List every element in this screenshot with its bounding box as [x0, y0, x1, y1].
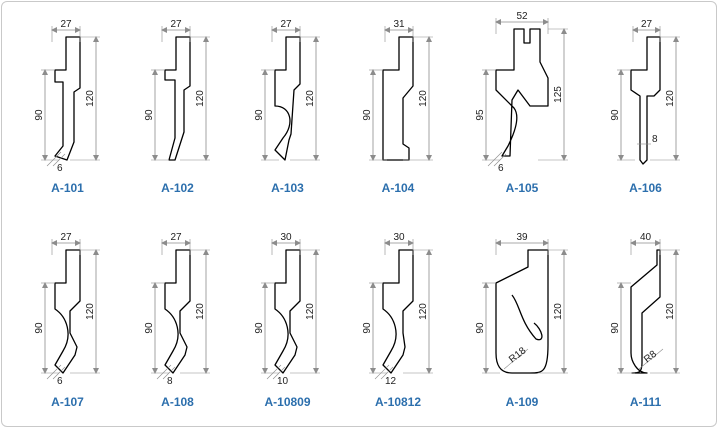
width-dim-label: 27: [170, 232, 182, 243]
tip-dim-line-2: [493, 153, 507, 167]
profile-a-108: 27 120 90 8: [144, 232, 210, 387]
tip-dim-line-2: [272, 366, 286, 380]
tip-dim-line: [46, 151, 62, 167]
radius-label: R18: [507, 345, 529, 365]
total-height-dim-label: 120: [553, 303, 564, 320]
profile-caption: A-102: [161, 181, 194, 195]
profile-outline: [274, 36, 301, 161]
total-height-dim-label: 120: [418, 90, 429, 107]
total-height-dim-label: 120: [305, 303, 316, 320]
width-dim-label: 27: [60, 232, 72, 243]
profile-a-10812: 30 120 90 12: [362, 232, 433, 387]
tip-dim-line: [487, 151, 503, 167]
radius-leader: [638, 348, 664, 370]
height-dim-label: 90: [254, 109, 265, 121]
width-dim-label: 30: [280, 232, 292, 243]
tip-dim-line: [374, 364, 390, 380]
total-height-dim-label: 120: [418, 303, 429, 320]
profile-outline: [382, 249, 414, 374]
profile-a-103: 27 120 90: [254, 19, 320, 161]
profile-a-101: 27 120 90 6: [34, 19, 100, 174]
width-dim-label: 27: [170, 19, 182, 30]
total-height-dim-label: 120: [665, 90, 676, 107]
height-dim-label: 90: [610, 322, 621, 334]
height-dim-label: 95: [475, 109, 486, 121]
height-dim-label: 90: [362, 109, 373, 121]
radius-leader: [503, 348, 529, 370]
width-dim-label: 27: [641, 19, 653, 30]
profile-a-107: 27 120 90 6: [34, 232, 100, 387]
height-dim-label: 90: [475, 322, 486, 334]
tip-dim-line-2: [380, 366, 394, 380]
total-height-dim-label: 120: [195, 303, 206, 320]
profile-caption: A-101: [51, 181, 84, 195]
height-dim-label: 90: [254, 322, 265, 334]
profile-caption: A-106: [629, 181, 662, 195]
profile-caption: A-108: [161, 395, 194, 409]
tip-dim-label: 10: [277, 376, 289, 387]
tip-dim-line: [156, 364, 172, 380]
profile-caption: A-103: [271, 181, 304, 195]
height-dim-label: 90: [610, 109, 621, 121]
profile-outline: [164, 249, 191, 374]
height-dim-label: 90: [144, 109, 155, 121]
profile-caption: A-111: [629, 395, 662, 409]
radius-label: R8: [642, 349, 659, 366]
tip-dim-line-2: [162, 366, 176, 380]
profile-caption: A-109: [505, 395, 539, 409]
width-dim-label: 52: [516, 11, 528, 22]
tip-dim-label: 6: [498, 163, 504, 174]
tip-dim-label: 8: [652, 134, 658, 145]
profile-outline: [164, 36, 191, 161]
profile-a-10809: 30 120 90 10: [254, 232, 320, 387]
tip-dim-label: 6: [57, 163, 63, 174]
profile-outline: [54, 249, 81, 374]
tip-dim-line-2: [52, 153, 66, 167]
width-dim-label: 31: [393, 19, 405, 30]
tip-dim-line: [46, 364, 62, 380]
tip-dim-label: 6: [57, 376, 63, 387]
total-height-dim-label: 120: [305, 90, 316, 107]
profile-a-105: 52 125 95 6: [475, 11, 568, 174]
height-dim-label: 90: [34, 322, 45, 334]
width-dim-label: 39: [516, 232, 528, 243]
profile-outline: [54, 36, 81, 161]
width-dim-label: 27: [60, 19, 72, 30]
profile-a-104: 31 120 90: [362, 19, 433, 161]
tip-dim-label: 8: [167, 376, 173, 387]
profile-outline: [495, 249, 549, 374]
profile-a-106: 27 120 90 8: [610, 19, 680, 165]
width-dim-label: 30: [393, 232, 405, 243]
total-height-dim-label: 120: [195, 90, 206, 107]
profile-caption: A-10812: [374, 395, 422, 409]
width-dim-label: 40: [640, 232, 652, 243]
profile-outline: [495, 28, 549, 157]
total-height-dim-label: 120: [665, 303, 676, 320]
profile-caption: A-107: [51, 395, 84, 409]
profile-caption: A-104: [381, 181, 415, 195]
profile-caption: A-10809: [264, 395, 311, 409]
width-dim-label: 27: [280, 19, 292, 30]
height-dim-label: 90: [144, 322, 155, 334]
total-height-dim-label: 120: [85, 303, 96, 320]
tip-dim-line-2: [52, 366, 66, 380]
height-dim-label: 90: [362, 322, 373, 334]
tip-dim-line: [266, 364, 282, 380]
profile-a-102: 27 120 90: [144, 19, 210, 161]
total-height-dim-label: 125: [553, 86, 564, 103]
profile-outline: [382, 36, 414, 161]
height-dim-label: 90: [34, 109, 45, 121]
tip-dim-label: 12: [385, 376, 397, 387]
profile-outline: [274, 249, 301, 374]
profile-caption: A-105: [505, 181, 539, 195]
total-height-dim-label: 120: [85, 90, 96, 107]
